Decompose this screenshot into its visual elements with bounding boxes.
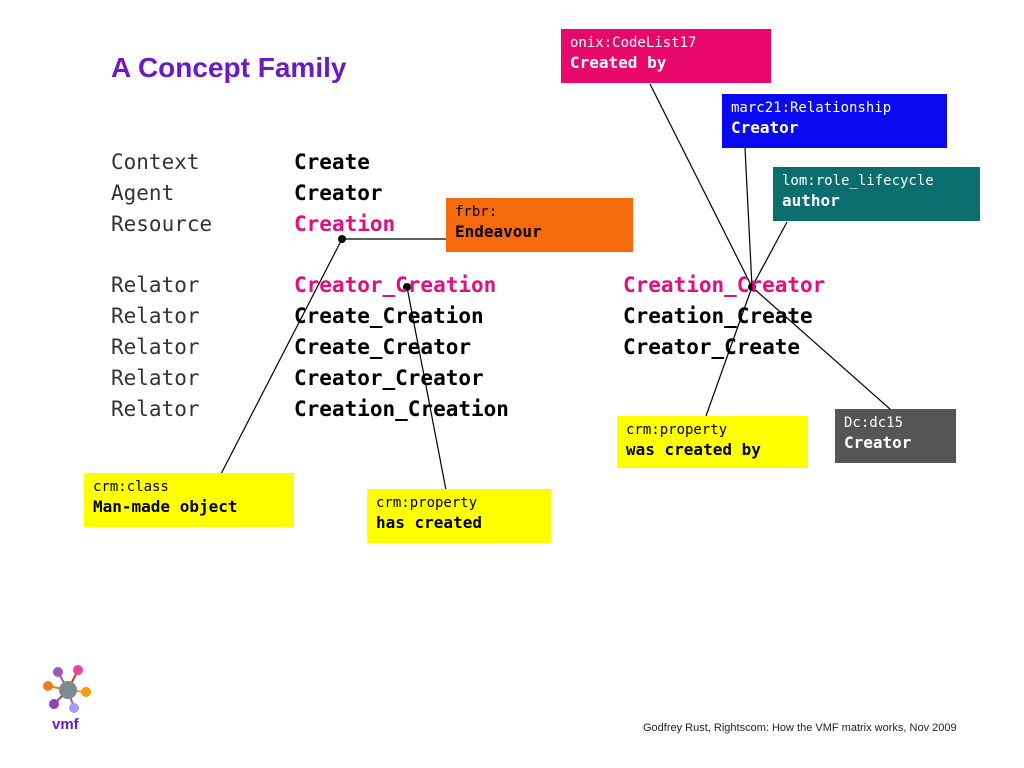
row-label: Relator	[111, 366, 200, 390]
line-to-was-created-by	[705, 286, 753, 417]
mapping-namespace: crm:class	[93, 479, 169, 495]
node-dot-creation	[338, 235, 346, 243]
mapping-term: author	[782, 191, 840, 210]
term-create-creator: Create_Creator	[294, 335, 472, 359]
mapping-namespace: crm:property	[376, 495, 478, 511]
term-creation-creation: Creation_Creation	[294, 397, 509, 421]
mapping-namespace: marc21:Relationship	[731, 100, 892, 116]
term-creator: Creator	[294, 181, 383, 205]
line-creation-to-crm-class	[220, 238, 343, 475]
line-to-marc21	[744, 147, 753, 288]
line-to-dc	[751, 286, 891, 410]
mapping-box-dc: Dc:dc15 Creator	[835, 409, 956, 463]
mapping-box-crm-class: crm:class Man-made object	[84, 473, 294, 527]
line-to-onix	[649, 83, 753, 288]
term-creation-create: Creation_Create	[623, 304, 813, 328]
term-creator-create: Creator_Create	[623, 335, 801, 359]
mapping-box-onix: onix:CodeList17 Created by	[561, 29, 771, 83]
mapping-box-marc21: marc21:Relationship Creator	[722, 94, 947, 148]
term-creation: Creation	[294, 212, 396, 236]
mapping-term: Created by	[570, 53, 667, 72]
mapping-namespace: crm:property	[626, 422, 728, 438]
node-dot-creator-creation	[403, 283, 411, 291]
mapping-box-frbr: frbr: Endeavour	[446, 198, 633, 252]
term-creator-creation: Creator_Creation	[294, 273, 497, 297]
footer-text: Godfrey Rust, Rightscom: How the VMF mat…	[643, 722, 957, 734]
mapping-term: Endeavour	[455, 222, 542, 241]
row-label: Relator	[111, 304, 200, 328]
term-create: Create	[294, 150, 370, 174]
term-creator-creator: Creator_Creator	[294, 366, 484, 390]
mapping-term: has created	[376, 513, 482, 532]
line-creator-creation-to-has-created	[406, 286, 447, 491]
mapping-namespace: onix:CodeList17	[570, 35, 697, 51]
mapping-namespace: Dc:dc15	[844, 415, 904, 431]
mapping-term: was created by	[626, 440, 761, 459]
mapping-term: Creator	[844, 433, 912, 452]
term-creation-creator: Creation_Creator	[623, 273, 826, 297]
logo-label: vmf	[52, 716, 79, 733]
mapping-box-crm-has-created: crm:property has created	[367, 489, 551, 543]
line-to-lom	[751, 221, 788, 288]
mapping-box-lom: lom:role_lifecycle author	[773, 167, 980, 221]
row-label: Context	[111, 150, 200, 174]
mapping-namespace: frbr:	[455, 204, 498, 220]
row-label: Relator	[111, 335, 200, 359]
term-create-creation: Create_Creation	[294, 304, 484, 328]
mapping-term: Creator	[731, 118, 799, 137]
mapping-namespace: lom:role_lifecycle	[782, 173, 934, 189]
row-label: Agent	[111, 181, 175, 205]
row-label: Relator	[111, 397, 200, 421]
row-label: Resource	[111, 212, 213, 236]
vmf-logo-icon	[43, 665, 91, 713]
row-label: Relator	[111, 273, 200, 297]
mapping-term: Man-made object	[93, 497, 238, 516]
node-dot-creation-creator	[748, 283, 756, 291]
mapping-box-crm-was-created-by: crm:property was created by	[617, 416, 808, 468]
page-title: A Concept Family	[111, 52, 347, 83]
